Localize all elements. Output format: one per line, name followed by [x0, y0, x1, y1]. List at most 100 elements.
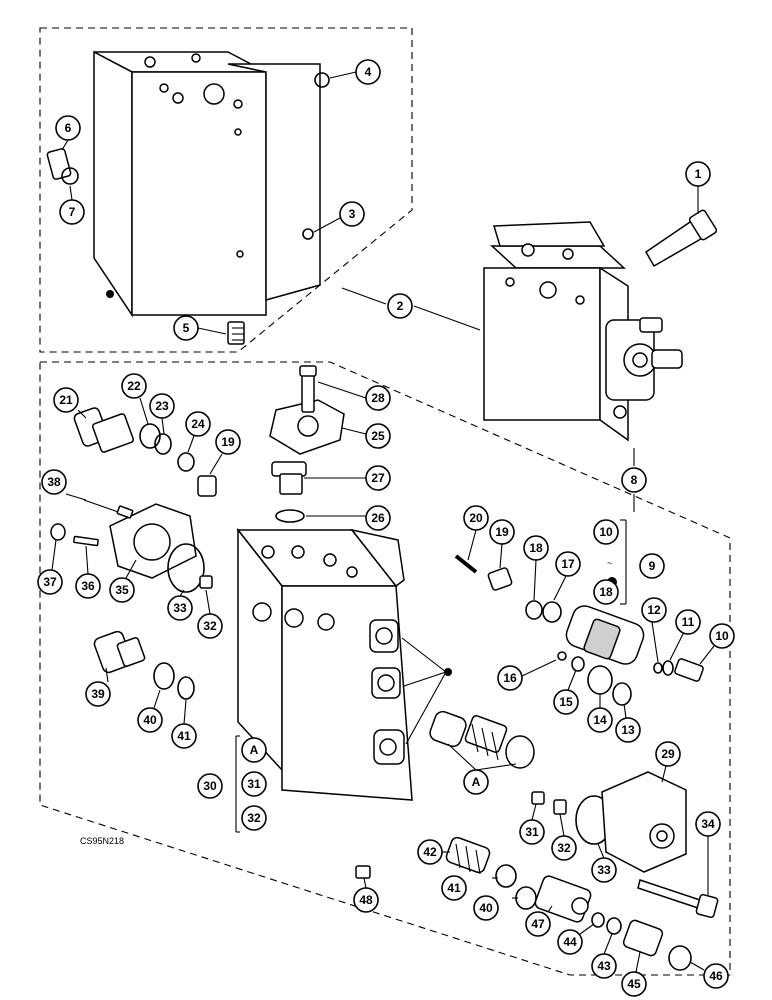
callout-42: 42: [417, 839, 443, 865]
svg-text:45: 45: [627, 977, 641, 991]
callout-25: 25: [365, 423, 391, 449]
svg-text:18: 18: [599, 585, 613, 599]
svg-text:A: A: [472, 775, 481, 789]
callout-33-cover-seal: 33: [167, 595, 193, 621]
svg-text:1: 1: [695, 167, 702, 181]
callout-48: 48: [353, 887, 379, 913]
callout-18: 18: [523, 535, 549, 561]
callout-18-range-end: 18: [593, 579, 619, 605]
callout-31: 31: [519, 819, 545, 845]
svg-text:22: 22: [127, 379, 141, 393]
svg-text:41: 41: [177, 729, 191, 743]
callout-21: 21: [53, 387, 79, 413]
callout-20: 20: [463, 505, 489, 531]
svg-text:34: 34: [701, 817, 715, 831]
svg-text:23: 23: [155, 399, 169, 413]
callout-39: 39: [85, 681, 111, 707]
svg-text:2: 2: [397, 299, 404, 313]
callout-a-bracket: A: [241, 737, 267, 763]
callout-41: 41: [441, 875, 467, 901]
svg-text:19: 19: [495, 525, 509, 539]
callout-27: 27: [365, 465, 391, 491]
callout-41-left: 41: [171, 723, 197, 749]
svg-text:43: 43: [597, 959, 611, 973]
svg-text:3: 3: [349, 207, 356, 221]
callout-40-left: 40: [137, 707, 163, 733]
upper-kit-parts: [46, 72, 330, 345]
callout-32-bracket: 32: [241, 805, 267, 831]
callouts: 1 2 3 4 5 6 7 8 9 10 18 10 11 12 13 14 1…: [37, 59, 735, 997]
svg-text:32: 32: [247, 811, 261, 825]
callout-45: 45: [621, 971, 647, 997]
callout-3: 3: [339, 201, 365, 227]
svg-text:15: 15: [559, 695, 573, 709]
leader-lines: [51, 71, 715, 973]
callout-5: 5: [173, 315, 199, 341]
callout-a-springs: A: [463, 769, 489, 795]
svg-text:37: 37: [43, 575, 57, 589]
svg-text:21: 21: [59, 393, 73, 407]
svg-text:20: 20: [469, 511, 483, 525]
svg-text:33: 33: [173, 601, 187, 615]
callout-24: 24: [185, 411, 211, 437]
callout-2: 2: [387, 293, 413, 319]
callout-7: 7: [59, 199, 85, 225]
spool-9-group: [454, 554, 704, 706]
callout-23: 23: [149, 393, 175, 419]
svg-text:48: 48: [359, 893, 373, 907]
callout-47: 47: [525, 911, 551, 937]
upper-kit-boundary: [39, 27, 413, 353]
upper-valve-body: [93, 50, 321, 318]
lower-kit-boundary: [39, 361, 731, 976]
callout-22: 22: [121, 373, 147, 399]
callout-30: 30: [197, 773, 223, 799]
svg-text:39: 39: [91, 687, 105, 701]
svg-text:13: 13: [621, 723, 635, 737]
svg-text:~: ~: [607, 558, 612, 568]
svg-text:9: 9: [649, 559, 656, 573]
bracket-30: [235, 735, 240, 833]
svg-text:28: 28: [371, 391, 385, 405]
callout-28: 28: [365, 385, 391, 411]
svg-text:18: 18: [529, 541, 543, 555]
callout-37: 37: [37, 569, 63, 595]
callout-35: 35: [109, 577, 135, 603]
callout-36: 36: [75, 573, 101, 599]
callout-44: 44: [557, 929, 583, 955]
callout-13: 13: [615, 717, 641, 743]
svg-text:14: 14: [593, 713, 607, 727]
svg-text:40: 40: [479, 901, 493, 915]
plug-21-group: [73, 407, 217, 497]
bracket-9: ~: [607, 519, 627, 605]
callout-19-plug: 19: [215, 429, 241, 455]
svg-text:10: 10: [599, 525, 613, 539]
svg-text:27: 27: [371, 471, 385, 485]
callout-33: 33: [591, 857, 617, 883]
callout-46: 46: [703, 963, 729, 989]
svg-text:36: 36: [81, 579, 95, 593]
svg-text:31: 31: [247, 777, 261, 791]
svg-text:12: 12: [647, 603, 661, 617]
svg-text:5: 5: [183, 321, 190, 335]
callout-4: 4: [355, 59, 381, 85]
svg-text:10: 10: [715, 629, 729, 643]
svg-text:32: 32: [557, 841, 571, 855]
callout-10-range-start: 10: [593, 519, 619, 545]
svg-text:25: 25: [371, 429, 385, 443]
callout-1: 1: [685, 161, 711, 187]
bolt-1: [645, 209, 718, 268]
svg-text:44: 44: [563, 935, 577, 949]
svg-text:8: 8: [631, 473, 638, 487]
callout-43: 43: [591, 953, 617, 979]
svg-text:42: 42: [423, 845, 437, 859]
callout-6: 6: [55, 115, 81, 141]
svg-text:19: 19: [221, 435, 235, 449]
callout-29: 29: [655, 741, 681, 767]
drawing-code: CS95N218: [80, 836, 124, 846]
callout-16: 16: [497, 665, 523, 691]
callout-19-spool: 19: [489, 519, 515, 545]
callout-32: 32: [551, 835, 577, 861]
svg-text:29: 29: [661, 747, 675, 761]
svg-text:35: 35: [115, 583, 129, 597]
